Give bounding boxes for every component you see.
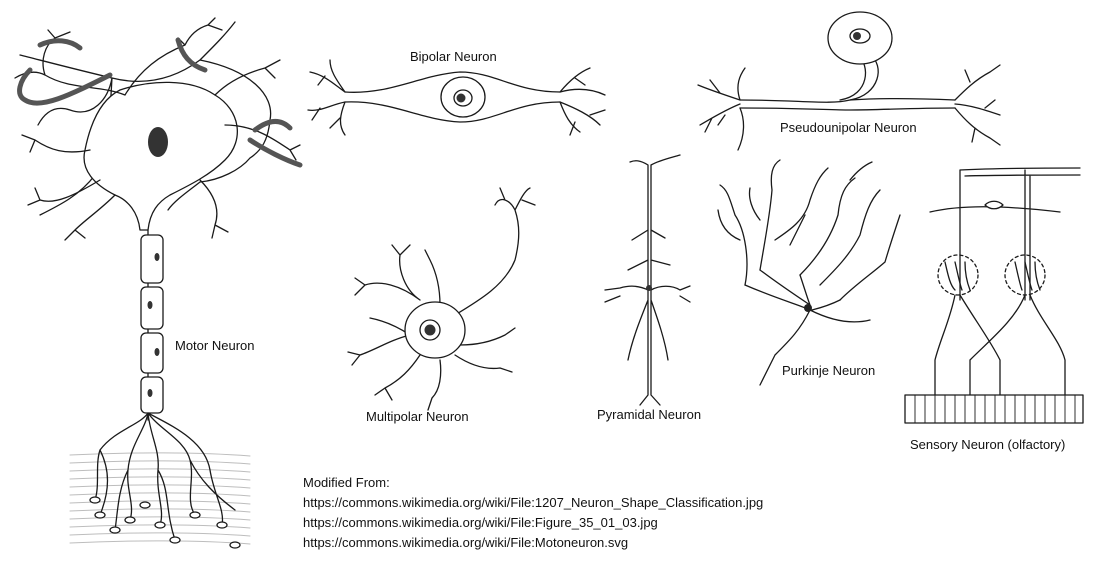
label-bipolar-neuron: Bipolar Neuron bbox=[410, 49, 497, 64]
label-purkinje-neuron: Purkinje Neuron bbox=[782, 363, 876, 378]
purkinje-neuron bbox=[717, 159, 901, 386]
credits-heading: Modified From: bbox=[303, 475, 390, 490]
credit-source-link[interactable]: https://commons.wikimedia.org/wiki/File:… bbox=[303, 535, 629, 550]
motor-neuron-soma bbox=[19, 21, 272, 216]
olfactory-epithelium bbox=[904, 394, 1084, 424]
glomerulus-left bbox=[937, 254, 979, 296]
pyramidal-neuron bbox=[604, 154, 691, 406]
pseudounipolar-neuron bbox=[697, 11, 1001, 151]
credits: Modified From: https://commons.wikimedia… bbox=[303, 473, 763, 553]
motor-neuron-nucleus bbox=[148, 127, 168, 157]
label-motor-neuron: Motor Neuron bbox=[175, 338, 255, 353]
credit-source-link[interactable]: https://commons.wikimedia.org/wiki/File:… bbox=[303, 515, 658, 530]
label-multipolar-neuron: Multipolar Neuron bbox=[366, 409, 469, 424]
label-pyramidal-neuron: Pyramidal Neuron bbox=[597, 407, 702, 422]
purkinje-neuron-soma bbox=[804, 304, 812, 312]
label-sensory-neuron: Sensory Neuron (olfactory) bbox=[910, 437, 1066, 452]
bipolar-neuron bbox=[307, 59, 606, 136]
pyramidal-neuron-soma bbox=[646, 285, 652, 291]
motor-neuron bbox=[14, 17, 303, 549]
multipolar-neuron bbox=[347, 187, 536, 411]
credit-source-link[interactable]: https://commons.wikimedia.org/wiki/File:… bbox=[303, 495, 764, 510]
myelin-sheath bbox=[140, 234, 164, 414]
sensory-neuron-olfactory bbox=[904, 167, 1084, 424]
label-pseudounipolar-neuron: Pseudounipolar Neuron bbox=[780, 120, 917, 135]
